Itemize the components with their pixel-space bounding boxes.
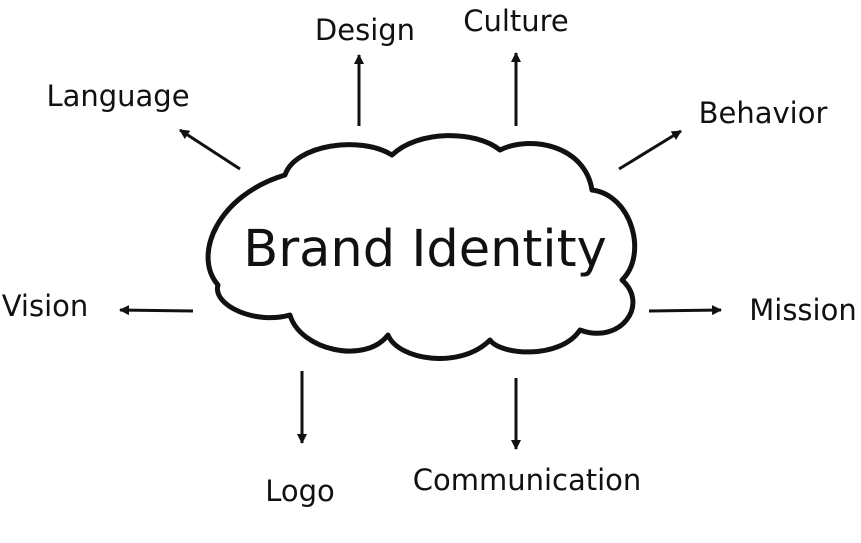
node-label-language: Language (46, 79, 189, 113)
arrow-to-behavior (618, 129, 682, 171)
center-label: Brand Identity (243, 220, 607, 279)
arrow-to-mission (648, 305, 722, 316)
node-label-vision: Vision (2, 289, 89, 323)
arrow-to-vision (119, 305, 194, 316)
node-label-behavior: Behavior (699, 96, 828, 130)
cloud-shape (205, 133, 638, 361)
node-label-culture: Culture (463, 4, 569, 38)
node-label-design: Design (315, 13, 415, 47)
node-label-communication: Communication (413, 463, 642, 497)
arrow-to-language (179, 128, 241, 171)
node-label-logo: Logo (265, 474, 335, 508)
node-label-mission: Mission (749, 293, 856, 327)
